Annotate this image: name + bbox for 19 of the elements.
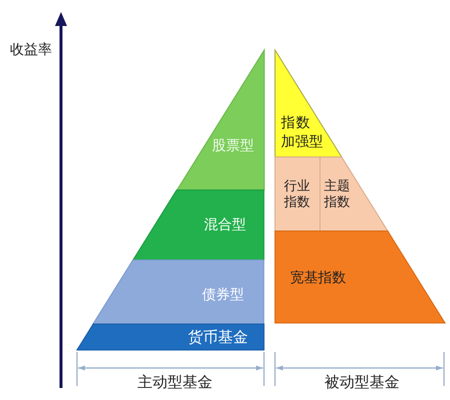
band-label: 货币基金 [188,328,248,346]
band-label: 行业指数 [284,179,311,211]
band-label: 指数加强型 [281,114,324,152]
pyramid-band [93,260,264,324]
pyramid-band [133,190,264,260]
pyramid-cell [275,157,320,231]
band-label: 股票型 [212,137,254,155]
band-label: 主题指数 [324,179,351,211]
dimension-label: 被动型基金 [324,373,400,391]
band-label: 宽基指数 [290,269,346,287]
band-label: 混合型 [204,216,246,234]
pyramid-band [176,50,264,190]
pyramid-band [275,231,445,323]
pyramid-band [275,50,342,157]
pyramid-cell [320,157,388,231]
axis-label: 收益率 [10,41,52,59]
dimension-label: 主动型基金 [138,373,212,391]
band-label: 债券型 [202,286,244,304]
pyramid-band [77,324,264,350]
